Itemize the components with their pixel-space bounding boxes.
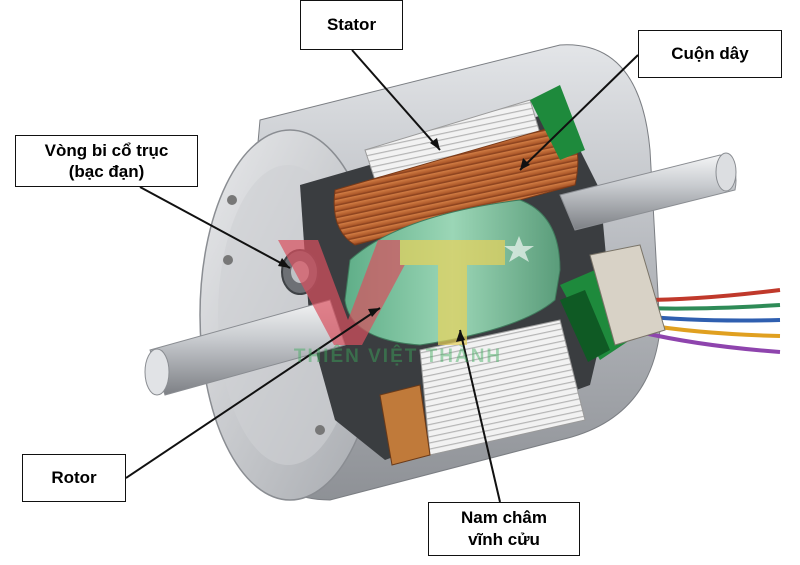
label-magnet-line2: vĩnh cửu <box>468 530 540 549</box>
label-bearing-line2: (bạc đạn) <box>68 162 145 181</box>
label-rotor: Rotor <box>22 454 126 502</box>
label-bearing: Vòng bi cổ trục (bạc đạn) <box>15 135 198 187</box>
label-rotor-text: Rotor <box>51 468 97 487</box>
label-coil-text: Cuộn dây <box>671 44 749 63</box>
label-magnet: Nam châm vĩnh cửu <box>428 502 580 556</box>
label-magnet-line1: Nam châm <box>461 508 547 527</box>
leader-lines <box>125 49 639 503</box>
label-stator: Stator <box>300 0 403 50</box>
label-stator-text: Stator <box>326 15 377 34</box>
watermark-text: THIÊN VIỆT THÀNH <box>293 346 503 367</box>
watermark-logo <box>278 236 534 345</box>
label-coil: Cuộn dây <box>638 30 782 78</box>
label-bearing-line1: Vòng bi cổ trục <box>44 141 169 160</box>
